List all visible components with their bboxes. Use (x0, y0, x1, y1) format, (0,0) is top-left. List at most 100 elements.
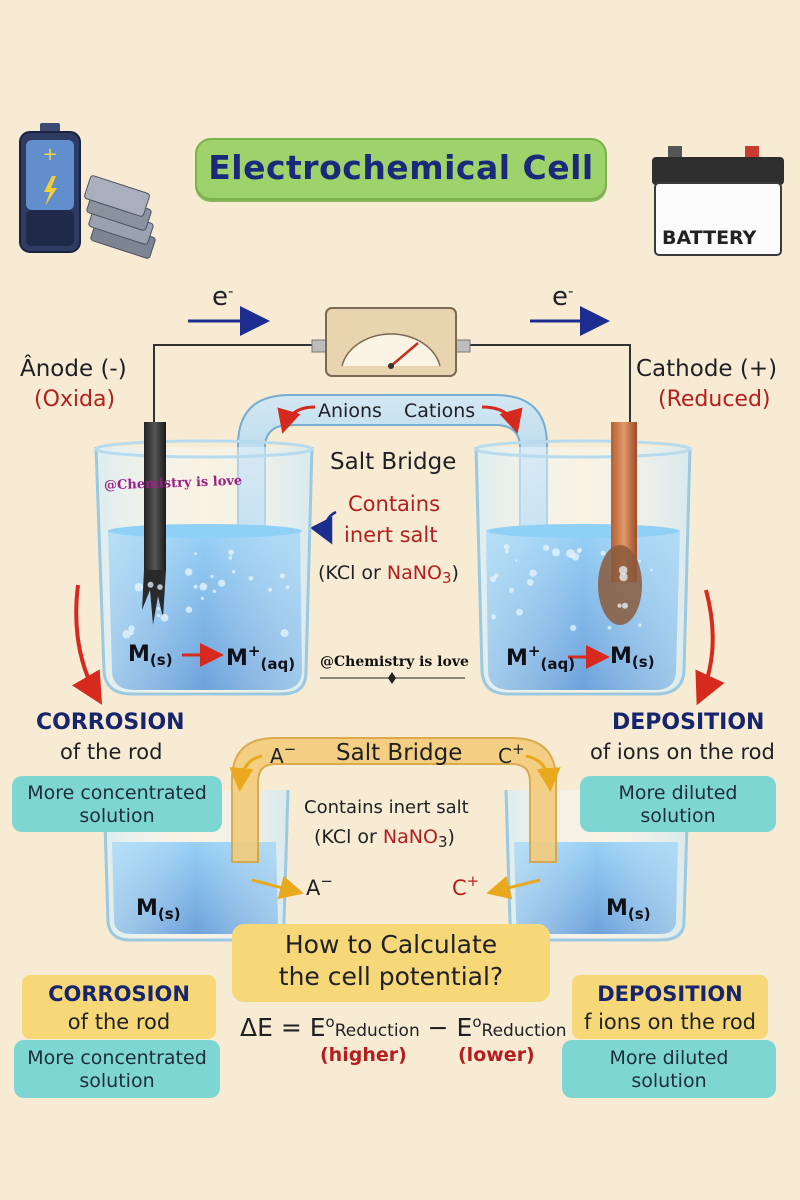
corrosion-subheading: of the rod (60, 740, 163, 764)
bubble (194, 552, 197, 555)
bottom-deposition-subheading: f ions on the rod (584, 1010, 756, 1034)
higher-label: (higher) (320, 1044, 407, 1066)
salt-bridge-label: Salt Bridge (330, 449, 457, 475)
bubble (619, 572, 628, 582)
electron-label-right: e- (552, 282, 574, 312)
bubble (231, 570, 236, 574)
bubble (228, 549, 234, 556)
bottom-right-metal: M(s) (606, 896, 651, 923)
bubble (552, 548, 560, 557)
diluted-box-bottom: More diluted solution (562, 1040, 776, 1098)
bottom-diluted-line2: solution (631, 1070, 707, 1092)
bubble (200, 596, 204, 600)
bubble (650, 568, 653, 572)
contains-label: Contains (348, 492, 441, 516)
bubble (529, 569, 537, 577)
bubble (212, 589, 217, 594)
title-banner: Electrochemical Cell (195, 138, 607, 200)
right-metal-solid: M(s) (610, 644, 655, 671)
concentrated-box-bottom: More concentrated solution (14, 1040, 220, 1098)
bubble (185, 606, 193, 613)
calc-question-line2: the cell potential? (278, 962, 504, 991)
bubble (147, 581, 154, 588)
bubble (622, 602, 628, 609)
bubble (490, 614, 497, 620)
bubble (268, 587, 273, 592)
corrosion-heading: CORROSION (36, 710, 185, 735)
bubble (193, 584, 198, 589)
bottom-corrosion-heading: CORROSION (48, 982, 190, 1006)
bubble (129, 631, 134, 635)
bubble (248, 576, 254, 581)
concentrated-line2: solution (79, 805, 155, 827)
left-metal-solid: M(s) (128, 642, 173, 669)
calc-question-line1: How to Calculate (284, 930, 498, 959)
bubble (157, 584, 163, 590)
bubble (516, 608, 523, 616)
deposition-heading: DEPOSITION (612, 710, 765, 735)
copper-rod (598, 422, 642, 625)
zinc-rod (142, 422, 166, 625)
bridge-anion-label: A− (270, 740, 297, 768)
bubble (210, 574, 214, 579)
salt-formula-bottom: (KCl or NaNO3) (314, 826, 455, 851)
bubble (218, 579, 226, 587)
bubble (638, 623, 642, 627)
cell-potential-equation: ΔE = EoReduction − EoReduction (240, 1013, 567, 1042)
bottom-concentrated-line2: solution (79, 1070, 155, 1092)
bubble (515, 559, 518, 562)
svg-text:+: + (42, 144, 57, 165)
concentrated-line1: More concentrated (27, 782, 207, 804)
anode-note: (Oxida) (34, 387, 116, 412)
anode-label: Ânode (-) (20, 356, 127, 382)
bottom-left-metal: M(s) (136, 896, 181, 923)
bubble (122, 629, 131, 639)
bubble (228, 556, 233, 560)
cathode-label: Cathode (+) (636, 356, 778, 382)
left-metal-ion: M+(aq) (226, 642, 296, 673)
diluted-box-mid: More diluted solution (580, 776, 776, 832)
right-metal-ion: M+(aq) (506, 642, 576, 673)
electron-label-left: e- (212, 282, 234, 312)
bubble (279, 573, 285, 579)
bubble (526, 579, 534, 586)
anion-flow-label: A− (306, 872, 333, 900)
bottom-corrosion-subheading: of the rod (67, 1010, 171, 1034)
anions-label: Anions (318, 400, 382, 422)
anion-flow-arrow (277, 405, 316, 434)
bubble (505, 549, 509, 554)
bubble (571, 553, 580, 561)
bubble (607, 625, 612, 630)
bottom-deposition-heading: DEPOSITION (597, 982, 743, 1006)
cation-flow-arrow (481, 405, 523, 434)
bubble (156, 607, 161, 611)
corrosion-arrow (72, 584, 103, 705)
deposition-subheading: of ions on the rod (590, 740, 775, 764)
salt-bridge-label-bottom: Salt Bridge (336, 740, 463, 766)
cation-flow-label: C+ (452, 872, 480, 900)
watermark-center: @Chemistry is love (320, 654, 469, 670)
bridge-cation-label: C+ (498, 740, 525, 768)
lower-label: (lower) (458, 1044, 535, 1066)
concentrated-box-mid: More concentrated solution (12, 776, 222, 832)
bubble (600, 550, 606, 556)
cations-label: Cations (404, 400, 476, 422)
bubble (160, 613, 169, 622)
bubble (490, 576, 497, 583)
bubble (618, 566, 628, 575)
bottom-concentrated-line1: More concentrated (27, 1047, 207, 1069)
external-wire (153, 344, 631, 430)
bubble (128, 625, 135, 632)
page-title: Electrochemical Cell (208, 148, 594, 187)
bottom-diluted-line1: More diluted (609, 1047, 729, 1069)
calc-question-box: How to Calculate the cell potential? (232, 924, 550, 1002)
bottom-left-heading-box: CORROSION of the rod (22, 975, 216, 1039)
battery-icon-left: + (19, 123, 156, 259)
bubble (280, 629, 289, 638)
voltmeter-icon (311, 307, 471, 377)
bubble (617, 603, 622, 608)
bubble (285, 585, 290, 590)
bubble (185, 568, 193, 576)
diluted-line2: solution (640, 805, 716, 827)
